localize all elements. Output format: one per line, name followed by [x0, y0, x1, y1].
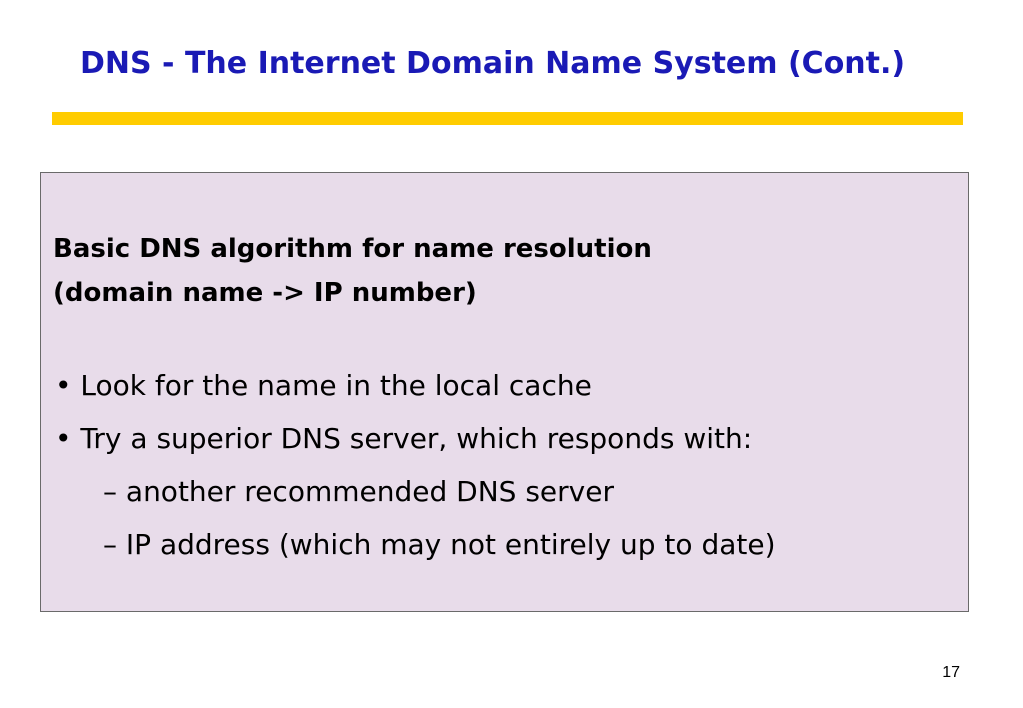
sub-bullet-item: – IP address (which may not entirely up … [55, 518, 776, 571]
bullet-list: • Look for the name in the local cache •… [55, 359, 776, 571]
content-box: Basic DNS algorithm for name resolution … [40, 172, 969, 612]
bullet-item: • Look for the name in the local cache [55, 359, 776, 412]
heading-line-1: Basic DNS algorithm for name resolution [53, 234, 652, 264]
dash-icon: – [103, 475, 117, 508]
page-number: 17 [942, 664, 960, 681]
dash-icon: – [103, 528, 117, 561]
sub-bullet-text: another recommended DNS server [125, 475, 614, 508]
bullet-text: Try a superior DNS server, which respond… [80, 422, 753, 455]
sub-bullet-item: – another recommended DNS server [55, 465, 776, 518]
title-underline-bar [52, 112, 963, 125]
bullet-text: Look for the name in the local cache [80, 369, 592, 402]
content-heading: Basic DNS algorithm for name resolution … [53, 227, 652, 315]
bullet-item: • Try a superior DNS server, which respo… [55, 412, 776, 465]
bullet-icon: • [55, 422, 72, 455]
sub-bullet-text: IP address (which may not entirely up to… [125, 528, 776, 561]
slide-title: DNS - The Internet Domain Name System (C… [80, 46, 906, 81]
heading-line-2: (domain name -> IP number) [53, 278, 477, 308]
bullet-icon: • [55, 369, 72, 402]
